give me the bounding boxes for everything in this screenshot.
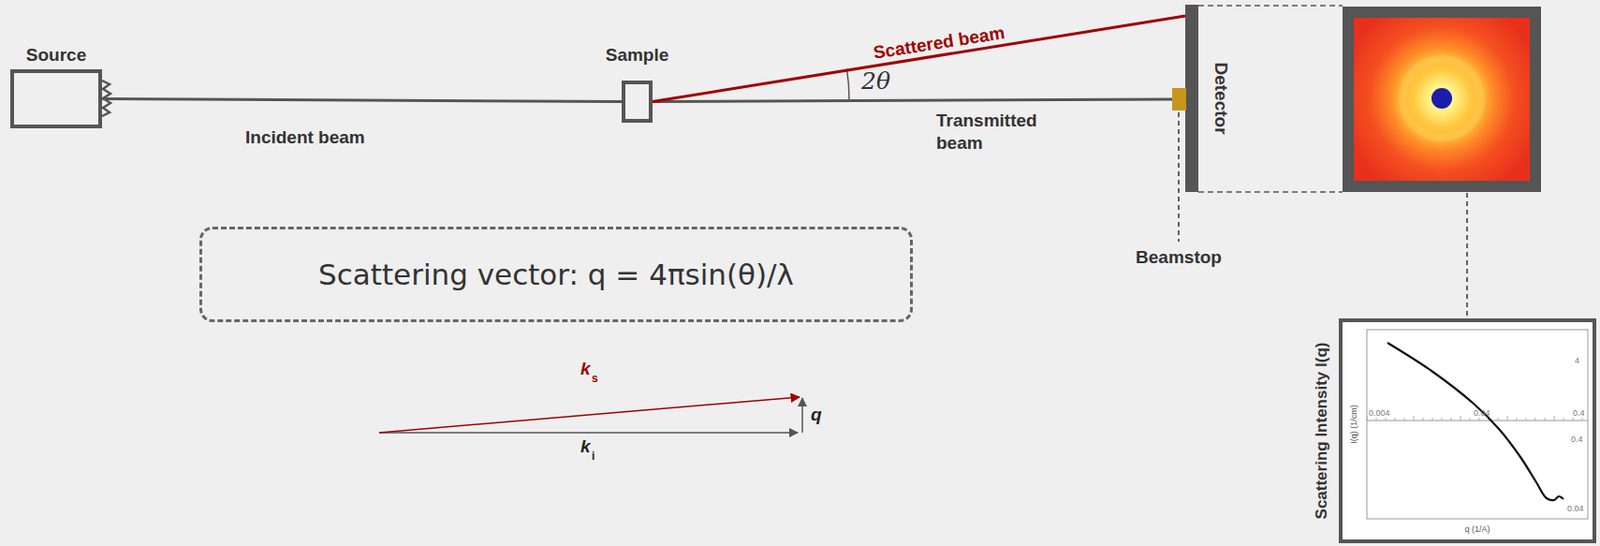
node-text: Beamstop bbox=[1135, 247, 1222, 268]
axis-tick bbox=[1385, 417, 1387, 421]
plot-label: 0.04 bbox=[1473, 408, 1491, 418]
source-box: Source bbox=[10, 69, 103, 129]
vector-q bbox=[801, 397, 804, 433]
axis-tick bbox=[1366, 415, 1368, 421]
axis-tick bbox=[1563, 417, 1565, 421]
axis-tick bbox=[1394, 417, 1396, 421]
axis-tick bbox=[1544, 417, 1546, 421]
vector-label: s bbox=[591, 371, 599, 385]
node-text: Sample bbox=[605, 44, 670, 66]
axis-tick bbox=[1479, 417, 1481, 421]
vector-label: k bbox=[580, 358, 591, 380]
beam-line bbox=[102, 99, 622, 103]
detector-image-frame bbox=[1342, 6, 1542, 192]
vector-label: 2θ bbox=[861, 67, 891, 95]
axis-tick bbox=[1516, 417, 1518, 421]
plot-label: I(q) (1/cm) bbox=[1349, 404, 1359, 444]
axis-tick bbox=[1404, 417, 1406, 421]
plot-axis bbox=[1366, 420, 1588, 422]
dashed-projection bbox=[1198, 190, 1343, 193]
node-text: Detector bbox=[1210, 61, 1232, 134]
angle-arc bbox=[847, 69, 851, 101]
vector-label: k bbox=[580, 436, 591, 457]
plot-illustration bbox=[1342, 322, 1593, 540]
plot-frame bbox=[1366, 329, 1588, 519]
beamstop: Beamstop bbox=[1172, 88, 1187, 111]
axis-tick bbox=[1441, 417, 1443, 421]
beam-line bbox=[652, 15, 1186, 103]
node-text: Source bbox=[26, 44, 87, 66]
sample-box: Sample bbox=[621, 80, 653, 123]
axis-tick bbox=[1460, 415, 1462, 421]
plot-label: 4 bbox=[1574, 355, 1580, 366]
plot-panel: Scattering Intensity I(q)40.0040.040.40.… bbox=[1338, 318, 1597, 544]
node-text: Scattering vector: q = 4πsin(θ)/λ bbox=[318, 257, 794, 292]
vector-ks bbox=[379, 396, 800, 433]
beam-label: Transmitted beam bbox=[936, 109, 1063, 155]
plot-label: 0.4 bbox=[1572, 408, 1586, 418]
vector-label: q bbox=[810, 404, 823, 426]
axis-tick bbox=[1582, 417, 1584, 421]
beam-line bbox=[652, 99, 1173, 103]
axis-tick bbox=[1376, 417, 1378, 421]
vector-ki bbox=[379, 431, 798, 434]
formula-box: Scattering vector: q = 4πsin(θ)/λ bbox=[199, 226, 913, 323]
axis-tick bbox=[1535, 417, 1537, 421]
axis-tick bbox=[1572, 417, 1574, 421]
axis-tick bbox=[1526, 417, 1527, 421]
scattering-ring bbox=[1402, 58, 1482, 138]
beamstop-leader bbox=[1177, 112, 1180, 242]
plot-label: q (1/A) bbox=[1464, 524, 1490, 534]
vector-label: i bbox=[591, 449, 595, 463]
dashed-projection bbox=[1198, 4, 1343, 7]
axis-tick bbox=[1423, 417, 1424, 421]
node-text: Scattering Intensity I(q) bbox=[1312, 342, 1332, 520]
axis-tick bbox=[1554, 415, 1556, 421]
intensity-curve bbox=[1387, 342, 1564, 500]
beam-label: Scattered beam bbox=[871, 22, 1006, 64]
plot-label: 0.004 bbox=[1368, 408, 1391, 418]
axis-tick bbox=[1451, 417, 1453, 421]
plot-label: 0.4 bbox=[1570, 434, 1584, 444]
plot-label: 0.04 bbox=[1567, 503, 1585, 514]
beamstop-shadow bbox=[1431, 88, 1453, 109]
axis-tick bbox=[1469, 417, 1471, 421]
axis-tick bbox=[1497, 417, 1499, 421]
axis-tick bbox=[1432, 417, 1434, 421]
dashed-connector bbox=[1466, 192, 1468, 316]
beam-label: Incident beam bbox=[245, 127, 366, 148]
axis-tick bbox=[1507, 415, 1509, 421]
axis-tick bbox=[1413, 415, 1415, 421]
detector-image bbox=[1353, 17, 1530, 181]
detector-bar: Detector bbox=[1185, 4, 1199, 192]
